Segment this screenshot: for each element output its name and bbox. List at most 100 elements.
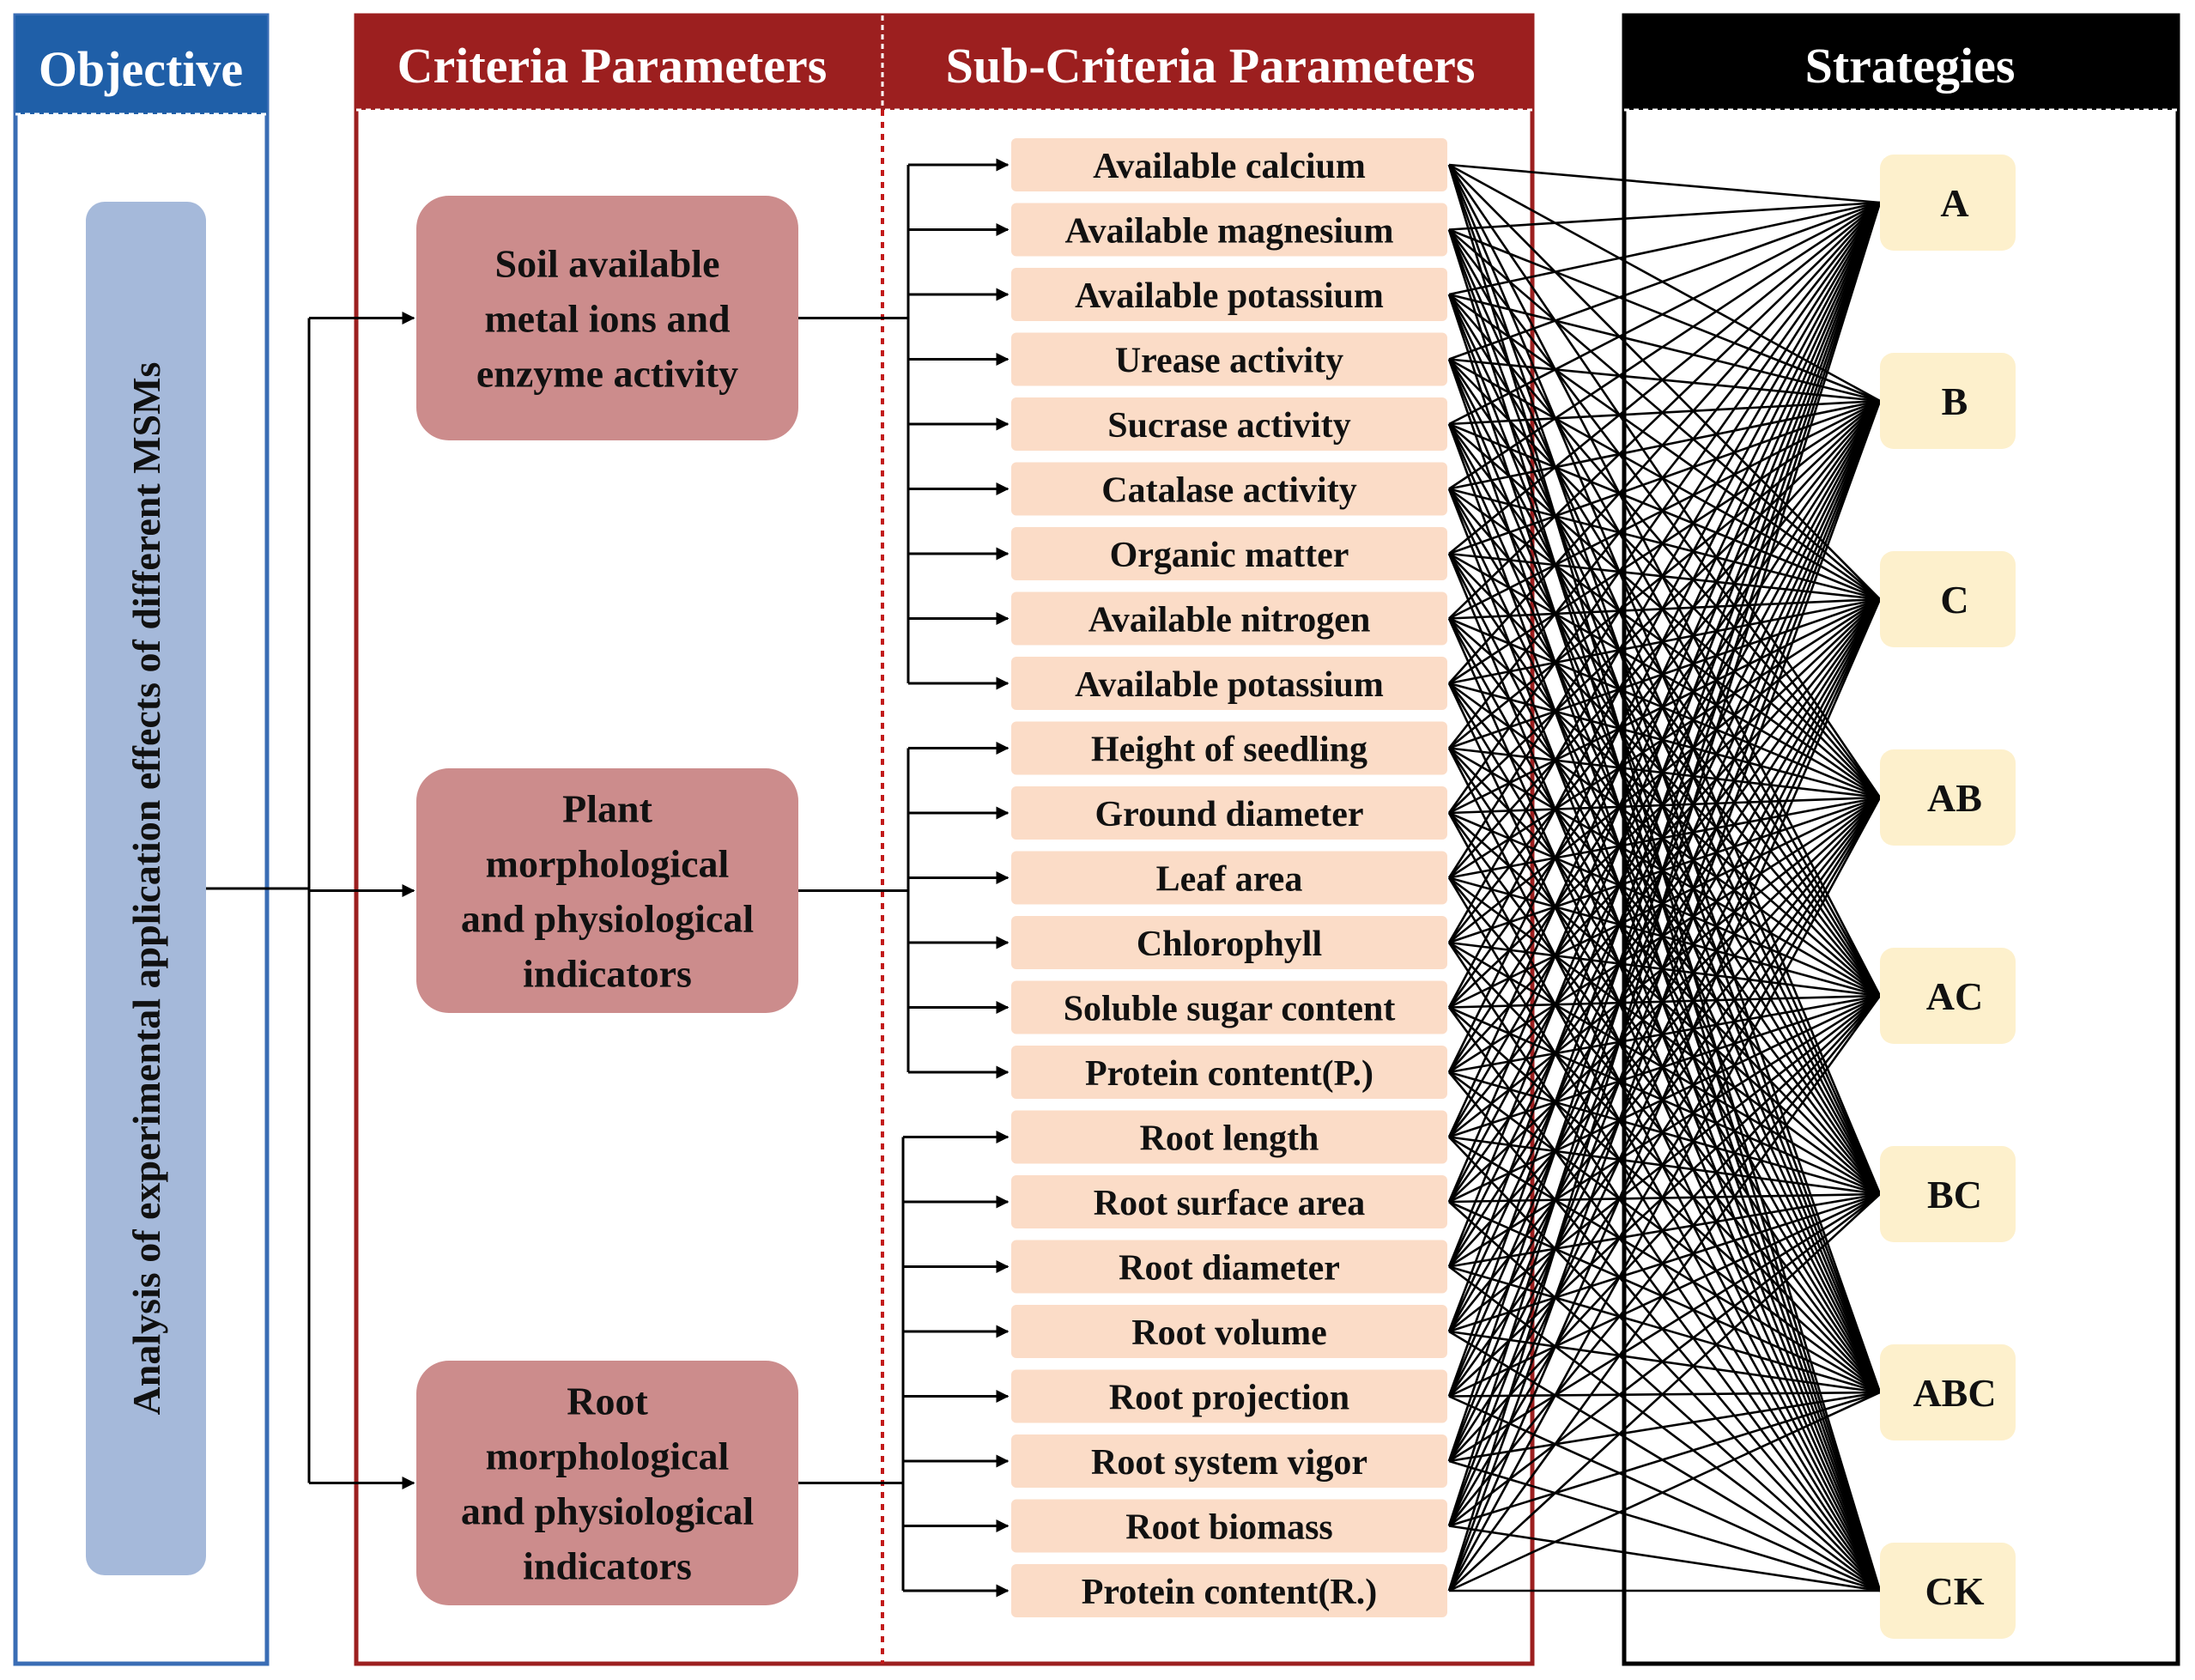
- subcriterion-to-strategy-line: [1447, 423, 1882, 1195]
- subcriterion-box-ground-diameter: [1011, 786, 1447, 840]
- subcriterion-to-strategy-line: [1448, 201, 1881, 426]
- subcriterion-to-strategy-line: [1448, 202, 1881, 684]
- subcriterion-to-strategy-line: [1448, 1330, 1881, 1394]
- objective-box: [86, 202, 206, 1575]
- subcriterion-to-strategy-line: [1448, 1525, 1881, 1592]
- subcriterion-to-strategy-line: [1447, 202, 1882, 814]
- subcriterion-to-strategy-line: [1447, 598, 1882, 1462]
- subcriterion-to-strategy-line: [1447, 164, 1882, 798]
- strategy-label: AC: [1926, 974, 1983, 1018]
- subcriterion-to-strategy-line: [1447, 797, 1882, 1527]
- connector-lines: [206, 158, 1882, 1598]
- subcriterion-label: Height of seedling: [1091, 731, 1367, 770]
- subcriterion-to-strategy-line: [1448, 811, 1881, 998]
- subcriterion-to-strategy-line: [1447, 228, 1882, 997]
- subcriterion-to-strategy-line: [1447, 812, 1882, 1592]
- subcriterion-to-strategy-line: [1448, 358, 1881, 798]
- subcriterion-to-strategy-line: [1447, 202, 1882, 943]
- subcriterion-to-strategy-line: [1448, 488, 1881, 799]
- subcriterion-to-strategy-line: [1447, 202, 1882, 1267]
- subcriterion-to-strategy-line: [1448, 796, 1881, 944]
- subcriterion-to-strategy-line: [1447, 797, 1882, 1592]
- subcriterion-label: Root system vigor: [1091, 1443, 1367, 1483]
- subcriterion-to-strategy-line: [1447, 617, 1882, 1393]
- subcriterion-label: Leaf area: [1156, 860, 1303, 900]
- subcriterion-to-strategy-line: [1448, 202, 1881, 620]
- subcriterion-to-strategy-line: [1448, 796, 1881, 879]
- subcriterion-to-strategy-line: [1447, 294, 1882, 1195]
- subcriterion-to-strategy-line: [1448, 812, 1881, 1195]
- criterion-label-line: and physiological: [461, 897, 754, 941]
- subcriterion-box-protein-content-p: [1011, 1046, 1447, 1099]
- criterion-box: [416, 768, 798, 1013]
- strategy-label: A: [1940, 181, 1968, 225]
- criterion-label-line: morphological: [486, 1434, 730, 1478]
- subcriterion-label: Root volume: [1131, 1313, 1326, 1353]
- subcriterion-to-strategy-line: [1448, 1136, 1881, 1592]
- criterion-label-line: morphological: [486, 842, 730, 886]
- subcriterion-to-strategy-line: [1448, 994, 1881, 1074]
- subcriterion-to-strategy-line: [1447, 400, 1882, 1462]
- subcriterion-to-strategy-line: [1447, 202, 1882, 1138]
- subcriterion-to-strategy-line: [1448, 228, 1881, 600]
- subcriterion-to-strategy-line: [1448, 1070, 1881, 1394]
- strategies-header-bg: [1624, 15, 2178, 110]
- subcriterion-label: Urease activity: [1115, 342, 1343, 381]
- objective-header-bg: [15, 15, 267, 114]
- subcriterion-label: Protein content(R.): [1082, 1573, 1377, 1612]
- strategy-box-a: [1880, 155, 2016, 251]
- subcriterion-to-strategy-line: [1447, 797, 1882, 1462]
- subcriterion-to-strategy-line: [1447, 617, 1882, 1195]
- subcriterion-to-strategy-line: [1448, 488, 1881, 997]
- subcriterion-to-strategy-line: [1448, 1136, 1881, 1394]
- subcriterion-to-strategy-line: [1447, 488, 1882, 1393]
- objective-panel: Objective Analysis of experimental appli…: [13, 13, 270, 1666]
- criterion-label-line: and physiological: [461, 1489, 754, 1533]
- criterion-label-line: Plant: [562, 787, 652, 831]
- subcriterion-label: Available nitrogen: [1088, 601, 1371, 640]
- subcriterion-to-strategy-line: [1447, 202, 1882, 749]
- subcriterion-box-chlorophyll: [1011, 916, 1447, 969]
- subcriterion-to-strategy-line: [1447, 488, 1882, 1195]
- subcriterion-to-strategy-line: [1448, 201, 1881, 361]
- subcriterion-to-strategy-line: [1447, 202, 1882, 879]
- subcriterion-to-strategy-line: [1447, 202, 1882, 1203]
- subcriterion-box-catalase-activity: [1011, 462, 1447, 516]
- subcriterion-to-strategy-line: [1448, 682, 1881, 799]
- strategy-box-abc: [1880, 1344, 2016, 1440]
- subcriterion-to-strategy-line: [1448, 294, 1881, 798]
- subcriterion-to-strategy-line: [1448, 617, 1881, 997]
- subcriterion-to-strategy-line: [1448, 163, 1881, 204]
- criterion-label-line: enzyme activity: [476, 352, 738, 396]
- strategy-label: AB: [1927, 776, 1982, 820]
- subcriterion-to-strategy-line: [1448, 1006, 1881, 1393]
- subcriterion-to-strategy-line: [1448, 552, 1881, 601]
- subcriterion-box-root-system-vigor: [1011, 1434, 1447, 1488]
- subcriterion-to-strategy-line: [1448, 1201, 1881, 1592]
- criterion-label-line: Soil available: [495, 242, 720, 286]
- criterion-box: [416, 1361, 798, 1605]
- subcriterion-to-strategy-line: [1448, 597, 1881, 815]
- subcriterion-to-strategy-line: [1447, 747, 1882, 1592]
- subcriterion-to-strategy-line: [1447, 202, 1882, 1073]
- subcriterion-to-strategy-line: [1447, 423, 1882, 1393]
- subcriterion-to-strategy-line: [1447, 228, 1882, 1195]
- subcriterion-box-available-potassium: [1011, 657, 1447, 710]
- subcriterion-to-strategy-line: [1448, 423, 1881, 798]
- subcriterion-to-strategy-line: [1447, 995, 1882, 1592]
- subcriterion-box-available-magnesium: [1011, 203, 1447, 257]
- subcriterion-to-strategy-line: [1448, 1395, 1881, 1592]
- subcriterion-to-strategy-line: [1447, 553, 1882, 1393]
- subcriterion-box-root-length: [1011, 1110, 1447, 1164]
- strategy-box-ck: [1880, 1543, 2016, 1639]
- subcriterion-to-strategy-line: [1447, 202, 1882, 1462]
- subcriterion-to-strategy-line: [1447, 812, 1882, 1393]
- criterion-label-line: indicators: [523, 1544, 692, 1588]
- subcriterion-box-root-biomass: [1011, 1499, 1447, 1553]
- strategies-header: Strategies: [1805, 38, 2016, 94]
- subcriterion-to-strategy-line: [1447, 995, 1882, 1527]
- subcriterion-to-strategy-line: [1448, 201, 1881, 555]
